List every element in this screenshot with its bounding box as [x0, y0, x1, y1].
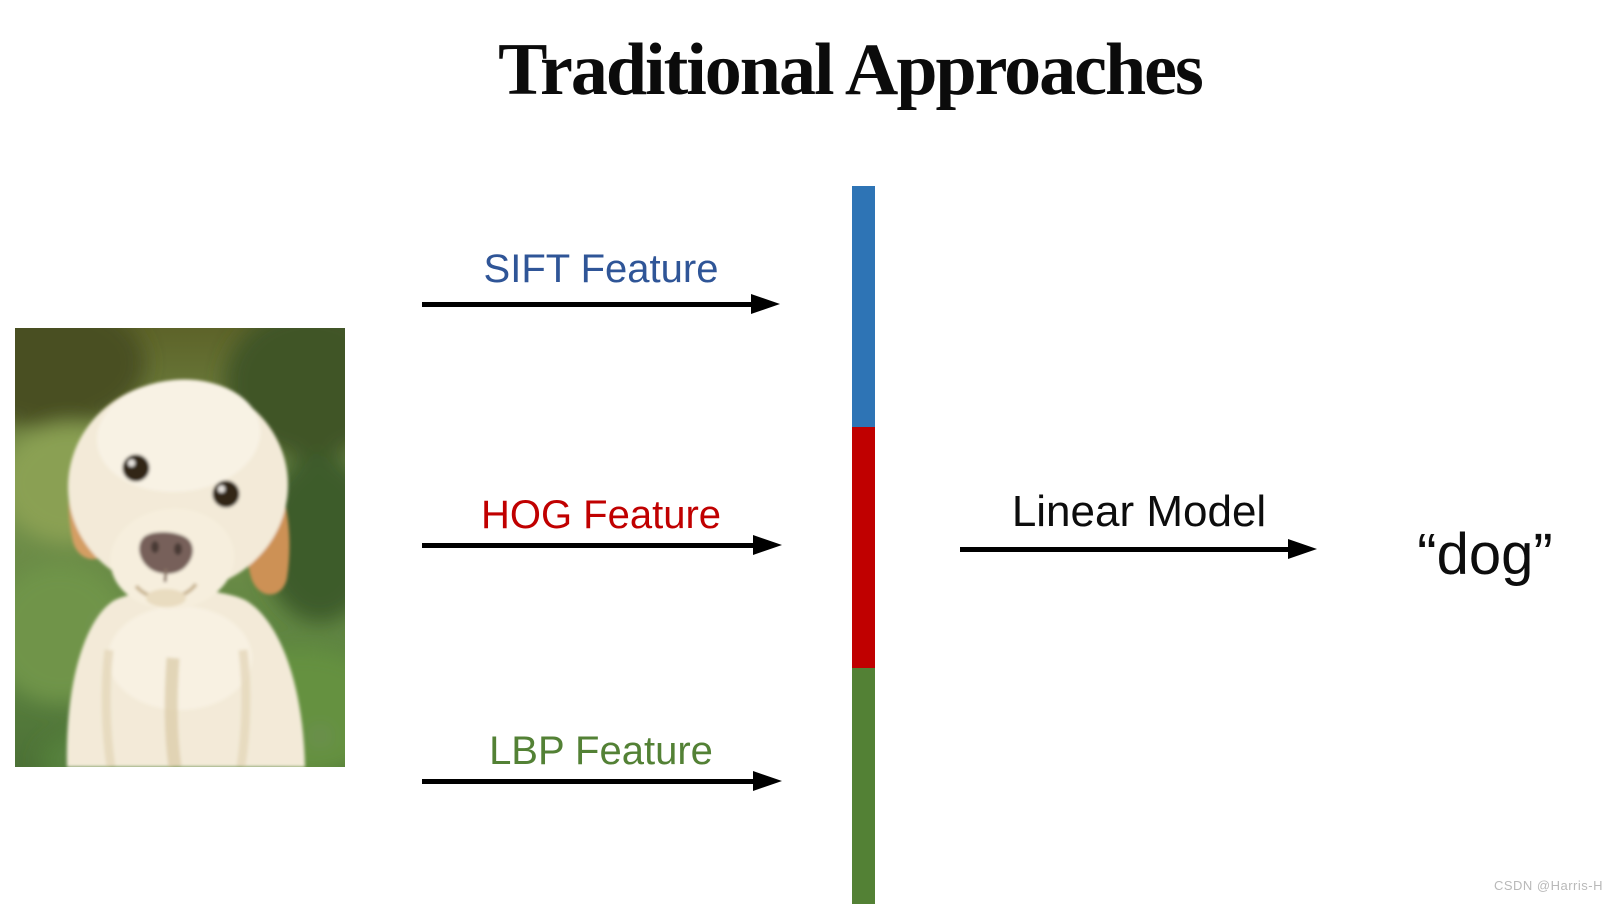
sift-vector-segment	[852, 186, 875, 427]
arrow-shaft	[422, 542, 753, 548]
feature-vector-bar	[852, 186, 875, 904]
prediction-label: “dog”	[1417, 521, 1553, 587]
slide-title: Traditional Approaches	[498, 29, 1204, 111]
hog-feature-arrow	[422, 535, 782, 555]
sift-feature-label: SIFT Feature	[483, 247, 719, 291]
lbp-feature-arrow	[422, 771, 782, 791]
arrowhead-right-icon	[1288, 539, 1317, 559]
dog-photo-illustration	[15, 328, 345, 767]
arrowhead-right-icon	[753, 535, 782, 555]
lbp-vector-segment	[852, 668, 875, 904]
hog-vector-segment	[852, 427, 875, 668]
linear-model-arrow	[960, 539, 1317, 559]
linear-model-label: Linear Model	[1011, 487, 1267, 536]
dog-photo	[15, 328, 345, 767]
watermark: CSDN @Harris-H	[1493, 878, 1603, 893]
hog-feature-label: HOG Feature	[480, 493, 722, 537]
arrowhead-right-icon	[751, 294, 780, 314]
arrow-shaft	[422, 301, 751, 307]
arrow-shaft	[960, 546, 1288, 552]
sift-feature-arrow	[422, 294, 780, 314]
arrow-shaft	[422, 778, 753, 784]
lbp-feature-label: LBP Feature	[489, 729, 713, 773]
arrowhead-right-icon	[753, 771, 782, 791]
